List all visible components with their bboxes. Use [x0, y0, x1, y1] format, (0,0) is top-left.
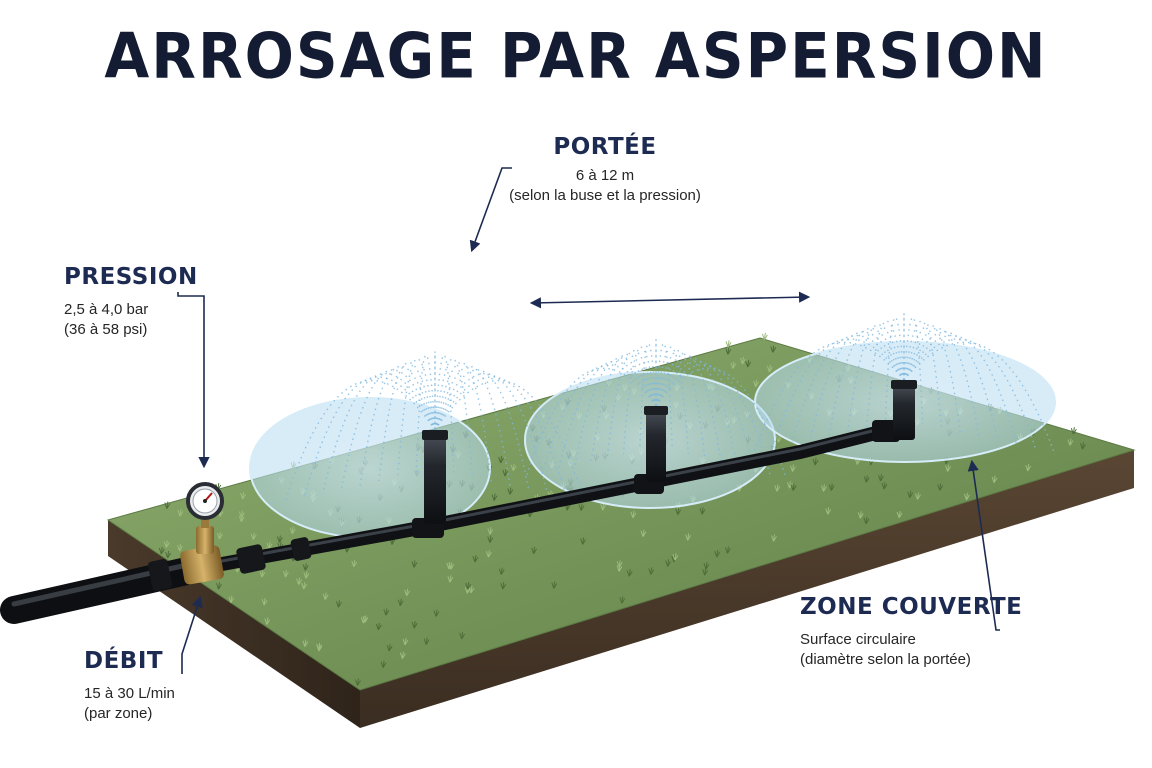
water-spray — [284, 313, 1055, 503]
zone-note: (diamètre selon la portée) — [800, 651, 971, 668]
debit-value: 15 à 30 L/min — [84, 685, 175, 702]
portee-heading: PORTÉE — [553, 134, 657, 160]
page-title: ARROSAGE PAR ASPERSION — [104, 19, 1048, 93]
portee-value: 6 à 12 m — [575, 167, 635, 184]
pression-value: 2,5 à 4,0 bar — [64, 301, 149, 318]
callout-pression: PRESSION 2,5 à 4,0 bar (36 à 58 psi) — [64, 264, 198, 340]
sprinkler-head-1 — [412, 430, 448, 538]
debit-note: (par zone) — [84, 705, 153, 722]
sprinkler-head-3 — [872, 380, 917, 442]
zone-value: Surface circulaire — [800, 631, 916, 648]
callout-debit: DÉBIT 15 à 30 L/min (par zone) — [84, 648, 175, 724]
portee-note: (selon la buse et la pression) — [509, 187, 701, 204]
pression-heading: PRESSION — [64, 264, 198, 290]
pression-note: (36 à 58 psi) — [64, 321, 148, 338]
debit-heading: DÉBIT — [84, 648, 164, 674]
callout-portee: PORTÉE 6 à 12 m (selon la buse et la pre… — [470, 134, 740, 206]
callout-zone-couverte: ZONE COUVERTE Surface circulaire (diamèt… — [800, 594, 1022, 670]
zone-heading: ZONE COUVERTE — [800, 594, 1023, 620]
sprinkler-head-2 — [634, 406, 668, 494]
callout-leaders — [177, 167, 1000, 674]
pressure-gauge — [180, 482, 224, 585]
